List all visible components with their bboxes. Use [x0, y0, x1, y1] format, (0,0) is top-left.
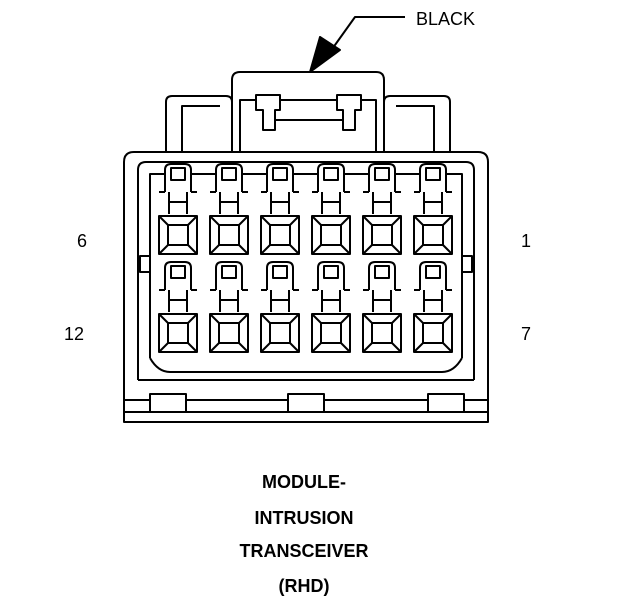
terminal-cavity	[260, 261, 300, 353]
terminal-cavity	[413, 163, 453, 255]
terminal-cavity	[413, 261, 453, 353]
terminal-cavity	[158, 163, 198, 255]
pin-label-12: 12	[64, 324, 85, 344]
pin-label-6: 6	[77, 231, 88, 251]
caption-line-3: TRANSCEIVER	[239, 541, 369, 561]
wire-color-label: BLACK	[416, 9, 476, 29]
terminal-cavity	[260, 163, 300, 255]
terminal-cavity	[209, 261, 249, 353]
caption-line-4: (RHD)	[278, 576, 330, 596]
latch-tab	[231, 71, 385, 152]
terminal-cavities	[158, 163, 453, 353]
terminal-cavity	[362, 163, 402, 255]
connector-housing	[123, 151, 489, 423]
pin-label-1: 1	[521, 231, 532, 251]
terminal-cavity	[362, 261, 402, 353]
terminal-cavity	[311, 163, 351, 255]
pin-label-7: 7	[521, 324, 532, 344]
terminal-cavity	[158, 261, 198, 353]
terminal-cavity	[311, 261, 351, 353]
color-leader-arrow	[309, 16, 405, 73]
caption-line-2: INTRUSION	[254, 508, 354, 528]
terminal-cavity	[209, 163, 249, 255]
top-shoulders	[165, 95, 451, 152]
caption-line-1: MODULE-	[262, 472, 346, 492]
